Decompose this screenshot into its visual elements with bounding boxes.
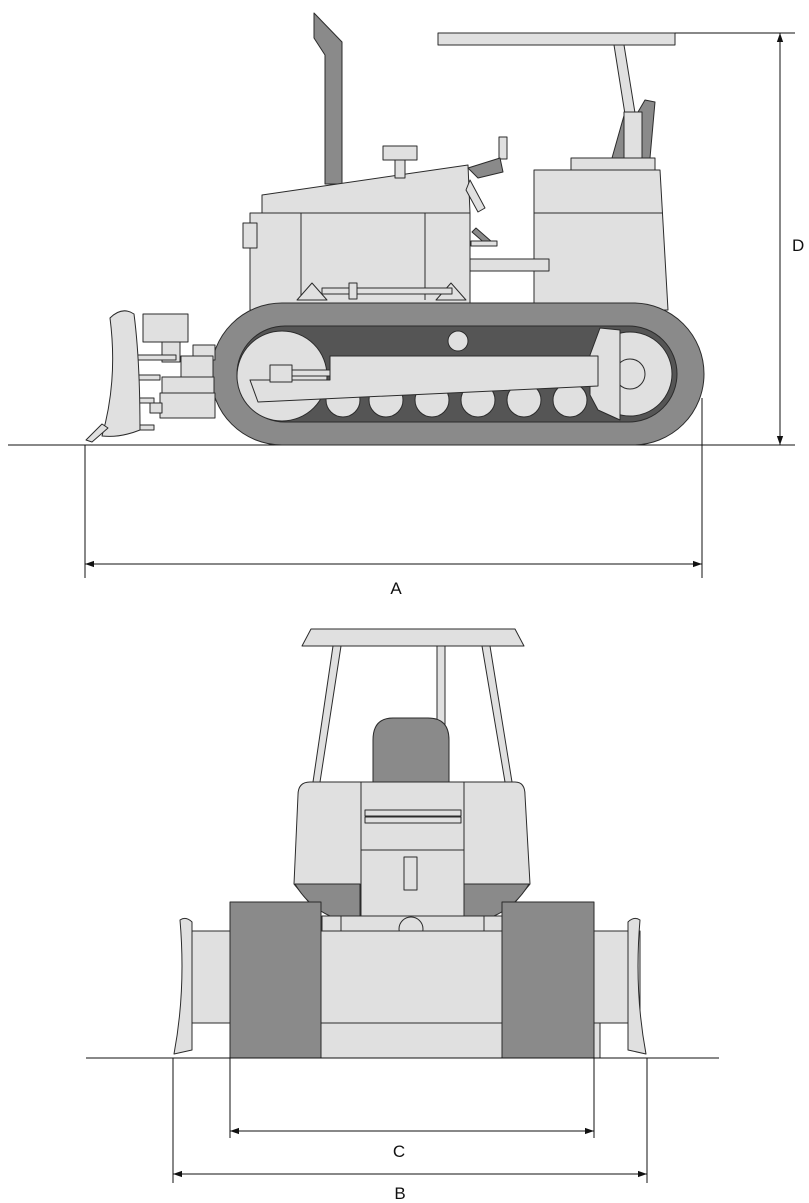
- front-view: [86, 628, 719, 1183]
- dimension-a: [84, 398, 703, 578]
- dimension-c: [229, 1058, 595, 1138]
- dimension-label-d: D: [792, 236, 804, 255]
- lift-cylinder: [296, 282, 467, 301]
- air-intake-cap: [382, 145, 418, 161]
- side-view: [8, 12, 795, 578]
- crawler-track-side: [210, 302, 705, 446]
- rops-canopy-front: [301, 628, 525, 783]
- operator-seat: [372, 717, 450, 783]
- dimension-b: [172, 1058, 648, 1183]
- track-right: [501, 901, 595, 1059]
- control-levers: [465, 136, 508, 247]
- exhaust-stack: [313, 12, 343, 185]
- track-left: [229, 901, 322, 1059]
- track-frame: [249, 355, 599, 403]
- grille: [360, 781, 465, 917]
- dimension-label-c: C: [393, 1142, 405, 1161]
- carrier-roller: [447, 330, 469, 352]
- dimension-d: [675, 32, 795, 445]
- dimension-label-a: A: [390, 579, 402, 598]
- rops-canopy: [437, 32, 676, 171]
- dimension-label-b: B: [394, 1184, 405, 1203]
- side-light: [242, 222, 258, 249]
- dozer-blade-side: [85, 310, 216, 443]
- cab-body: [533, 169, 669, 311]
